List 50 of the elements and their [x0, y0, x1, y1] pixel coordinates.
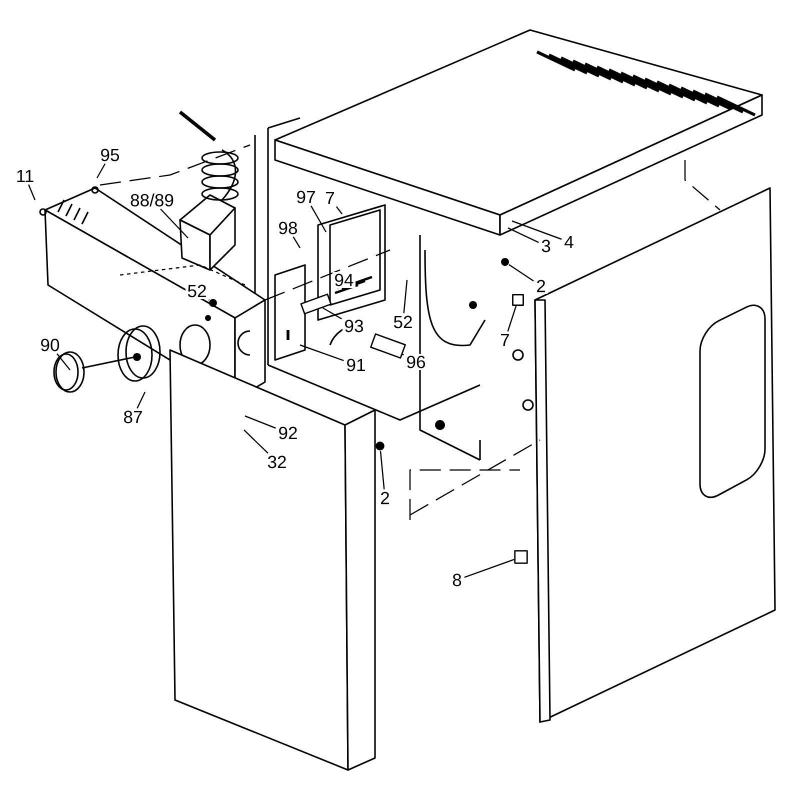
- leader-line: [322, 307, 342, 320]
- leader-line: [28, 184, 36, 200]
- callout-number: 92: [276, 425, 300, 441]
- callout-number: 52: [391, 314, 415, 330]
- leader-line: [244, 415, 276, 429]
- leader-line: [136, 392, 146, 408]
- part-block: [512, 294, 524, 306]
- callout-number: 7: [323, 190, 337, 206]
- screw: [501, 258, 509, 266]
- part-block: [300, 294, 332, 314]
- screw: [376, 442, 384, 450]
- callout-number: 97: [294, 189, 318, 205]
- callout-number: 96: [404, 354, 428, 370]
- leader-line: [402, 354, 404, 356]
- leader-line: [300, 344, 344, 362]
- callout-number: 91: [344, 357, 368, 373]
- callout-number: 3: [539, 238, 553, 254]
- leader-line: [512, 220, 562, 240]
- part-block: [370, 333, 406, 359]
- leader-line: [96, 163, 106, 178]
- leader-line: [507, 306, 517, 332]
- callout-number: 2: [534, 278, 548, 294]
- leader-line: [208, 299, 210, 301]
- callout-number: 7: [498, 332, 512, 348]
- callout-number: 88/89: [128, 192, 176, 208]
- callout-number: 94: [332, 272, 356, 288]
- callout-number: 2: [378, 490, 392, 506]
- callout-number: 93: [342, 318, 366, 334]
- callout-number: 32: [265, 454, 289, 470]
- callout-number: 95: [98, 147, 122, 163]
- leader-line: [310, 205, 327, 232]
- leader-line: [464, 558, 514, 578]
- leader-line: [292, 236, 301, 248]
- callout-number: 52: [185, 283, 209, 299]
- callout-number: 90: [38, 337, 62, 353]
- leader-line: [244, 430, 268, 454]
- leader-line: [403, 280, 408, 314]
- leader-line: [160, 208, 188, 238]
- leader-line: [508, 264, 534, 282]
- callout-number: 4: [562, 234, 576, 250]
- screw: [209, 299, 217, 307]
- leader-line: [508, 227, 539, 244]
- part-block: [514, 550, 528, 564]
- callout-number: 98: [276, 220, 300, 236]
- callout-number: 11: [14, 168, 36, 184]
- leader-line: [336, 206, 342, 214]
- leader-line: [380, 451, 385, 490]
- callout-number: 87: [121, 409, 145, 425]
- leader-line: [56, 353, 70, 370]
- callout-number: 8: [450, 572, 464, 588]
